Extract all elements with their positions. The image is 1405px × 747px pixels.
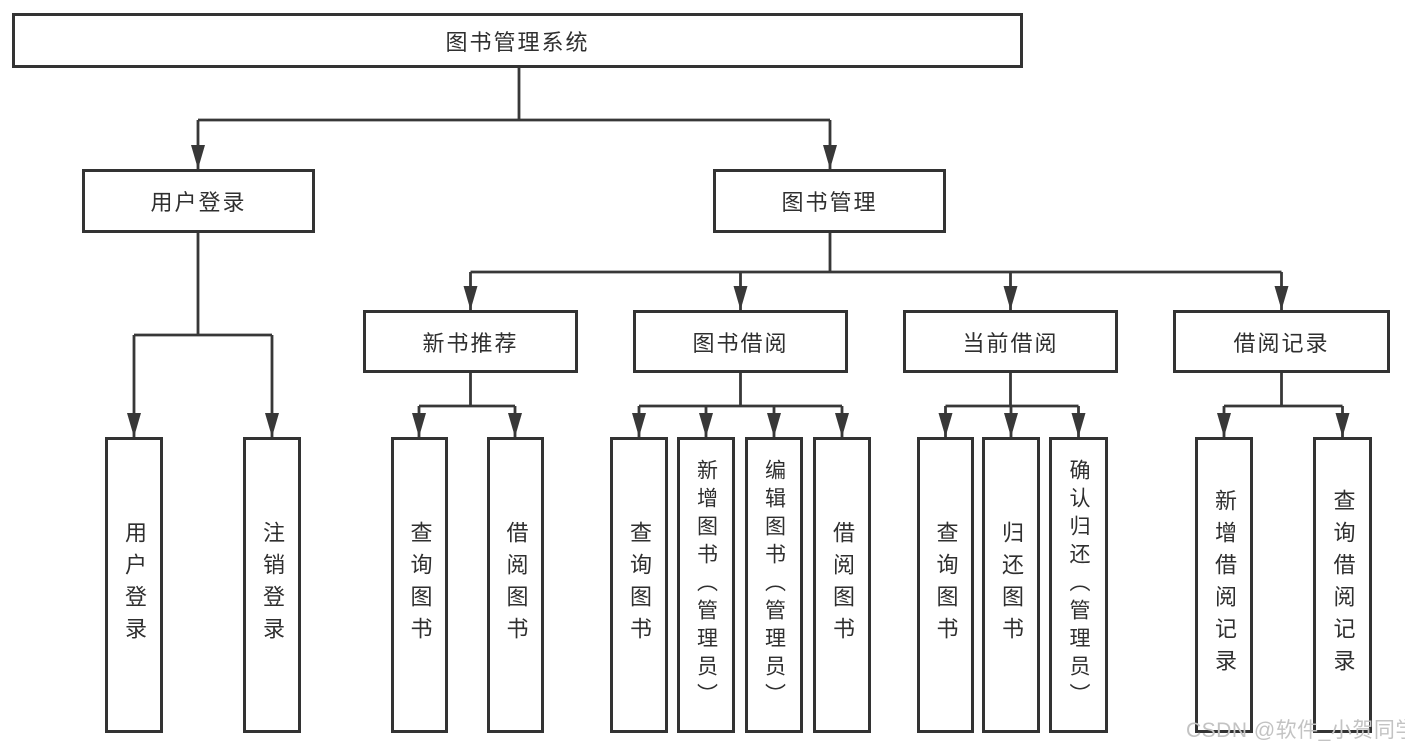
leaf-edit-book-admin: 编辑图书（管理员） xyxy=(745,437,803,733)
leaf-user-login-label: 用户登录 xyxy=(122,521,147,649)
leaf-confirm-return-admin: 确认归还（管理员） xyxy=(1049,437,1108,733)
leaf-return-book-label: 归还图书 xyxy=(999,521,1024,649)
leaf-borrow-books-1-label: 借阅图书 xyxy=(503,521,529,649)
leaf-query-books-1-label: 查询图书 xyxy=(407,521,433,649)
node-book-borrowing: 图书借阅 xyxy=(633,310,848,373)
leaf-logout: 注销登录 xyxy=(243,437,301,733)
node-current-borrowing: 当前借阅 xyxy=(903,310,1118,373)
connector-root-trunk xyxy=(198,68,830,122)
leaf-query-books-2-label: 查询图书 xyxy=(627,521,652,649)
connector-new-book-trunk xyxy=(419,373,515,408)
leaf-add-borrow-record-label: 新增借阅记录 xyxy=(1212,489,1237,681)
node-user-login: 用户登录 xyxy=(82,169,315,233)
node-book-management-label: 图书管理 xyxy=(781,190,878,215)
leaf-edit-book-admin-label: 编辑图书（管理员） xyxy=(762,459,786,711)
node-book-management: 图书管理 xyxy=(713,169,946,233)
node-current-borrowing-label: 当前借阅 xyxy=(962,330,1059,356)
leaf-query-books-3: 查询图书 xyxy=(917,437,974,733)
leaf-user-login: 用户登录 xyxy=(105,437,163,733)
node-book-borrowing-label: 图书借阅 xyxy=(692,330,789,356)
node-root-label: 图书管理系统 xyxy=(445,29,590,55)
leaf-borrow-books-2-label: 借阅图书 xyxy=(830,521,855,649)
connector-user-login-trunk xyxy=(134,233,272,337)
connector-borrowing-records-trunk xyxy=(1224,373,1343,408)
leaf-query-borrow-record: 查询借阅记录 xyxy=(1313,437,1372,733)
node-borrowing-records: 借阅记录 xyxy=(1173,310,1390,373)
connector-current-borrowing-trunk xyxy=(945,373,1079,408)
leaf-query-books-3-label: 查询图书 xyxy=(933,521,959,649)
leaf-query-borrow-record-label: 查询借阅记录 xyxy=(1330,489,1356,681)
leaf-borrow-books-2: 借阅图书 xyxy=(813,437,871,733)
leaf-confirm-return-admin-label: 确认归还（管理员） xyxy=(1067,459,1090,711)
node-root: 图书管理系统 xyxy=(12,13,1023,68)
leaf-add-book-admin: 新增图书（管理员） xyxy=(677,437,735,733)
leaf-return-book: 归还图书 xyxy=(982,437,1040,733)
watermark: CSDN @软件_小贺同学 xyxy=(1186,719,1405,742)
leaf-add-borrow-record: 新增借阅记录 xyxy=(1195,437,1253,733)
leaf-query-books-2: 查询图书 xyxy=(610,437,668,733)
leaf-add-book-admin-label: 新增图书（管理员） xyxy=(694,459,718,711)
leaf-query-books-1: 查询图书 xyxy=(391,437,448,733)
leaf-borrow-books-1: 借阅图书 xyxy=(487,437,544,733)
connector-book-management-trunk xyxy=(470,233,1282,274)
connector-book-borrowing-trunk xyxy=(639,373,842,408)
node-new-book-recommend-label: 新书推荐 xyxy=(422,330,519,356)
node-borrowing-records-label: 借阅记录 xyxy=(1233,330,1330,356)
leaf-logout-label: 注销登录 xyxy=(260,521,285,649)
node-new-book-recommend: 新书推荐 xyxy=(363,310,578,373)
node-user-login-label: 用户登录 xyxy=(150,190,247,215)
